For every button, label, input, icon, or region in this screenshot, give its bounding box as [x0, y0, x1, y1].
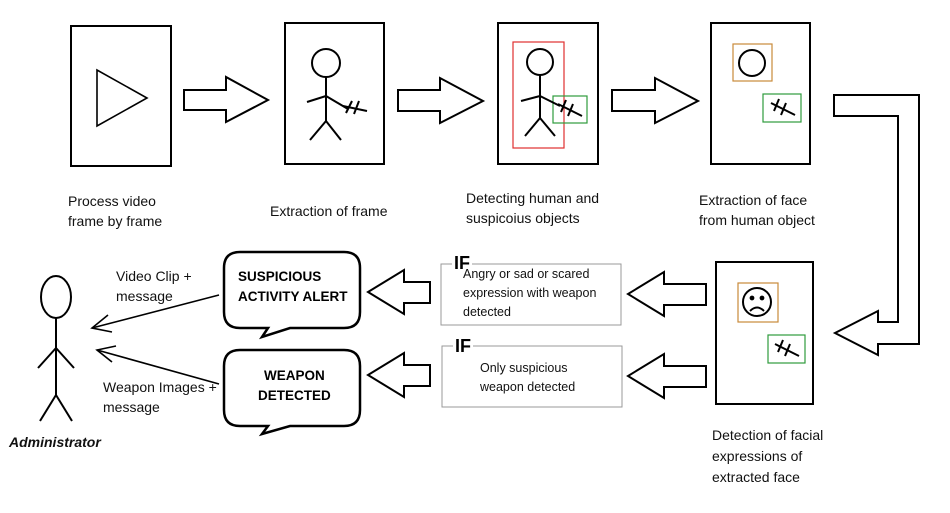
frame-panel	[284, 22, 385, 165]
flow-arrow-left	[626, 352, 707, 400]
alert-bubble-weapon	[222, 348, 362, 437]
weapon-icon	[342, 100, 368, 115]
condition-text-suspicious: Angry or sad or scared expression with w…	[463, 267, 597, 319]
object-bounding-box	[767, 334, 806, 364]
condition-text-weapon: Only suspicious weapon detected	[480, 361, 576, 394]
flow-arrow-left	[626, 270, 707, 318]
message-arrow	[90, 294, 220, 333]
play-icon	[96, 68, 149, 128]
flow-arrow-left	[366, 268, 431, 316]
human-bounding-box	[512, 41, 565, 149]
detection-panel	[497, 22, 599, 165]
face-extraction-panel	[710, 22, 811, 165]
video-frame-panel	[70, 25, 172, 167]
flow-arrow-left	[366, 351, 431, 399]
step-label-detect-objects: Detecting human and suspicoius objects	[466, 190, 600, 226]
condition-box-suspicious	[440, 263, 622, 326]
object-bounding-box	[762, 93, 802, 123]
administrator-figure-icon	[37, 275, 75, 422]
message-label-weapon-images: Weapon Images + message	[103, 379, 217, 415]
sad-face-icon	[742, 287, 772, 317]
step-label-extract-frame: Extraction of frame	[270, 203, 388, 219]
bent-flow-arrow	[832, 94, 920, 357]
object-bounding-box	[552, 95, 588, 124]
face-icon	[738, 49, 766, 77]
administrator-label: Administrator	[9, 434, 101, 450]
face-bounding-box	[737, 282, 779, 323]
weapon-icon	[557, 99, 583, 117]
human-figure-icon	[520, 48, 561, 137]
step-label-process-video: Process video frame by frame	[68, 193, 163, 229]
expression-panel	[715, 261, 814, 405]
alert-text-weapon: WEAPON DETECTED	[258, 368, 331, 403]
message-label-video-clip: Video Clip + message	[116, 268, 192, 304]
flow-arrow	[397, 76, 486, 125]
flow-arrow	[183, 75, 271, 124]
flow-arrow	[611, 76, 701, 125]
weapon-icon	[770, 98, 796, 116]
weapon-icon	[774, 339, 800, 357]
alert-bubble-suspicious	[222, 250, 362, 340]
face-bounding-box	[732, 43, 773, 82]
if-label: IF	[452, 253, 472, 274]
message-arrow	[95, 345, 220, 385]
step-label-extract-face: Extraction of face from human object	[699, 192, 815, 228]
step-label-detect-expression: Detection of facial expressions of extra…	[712, 427, 824, 485]
if-label: IF	[453, 336, 473, 357]
alert-text-suspicious: SUSPICIOUS ACTIVITY ALERT	[238, 269, 348, 304]
